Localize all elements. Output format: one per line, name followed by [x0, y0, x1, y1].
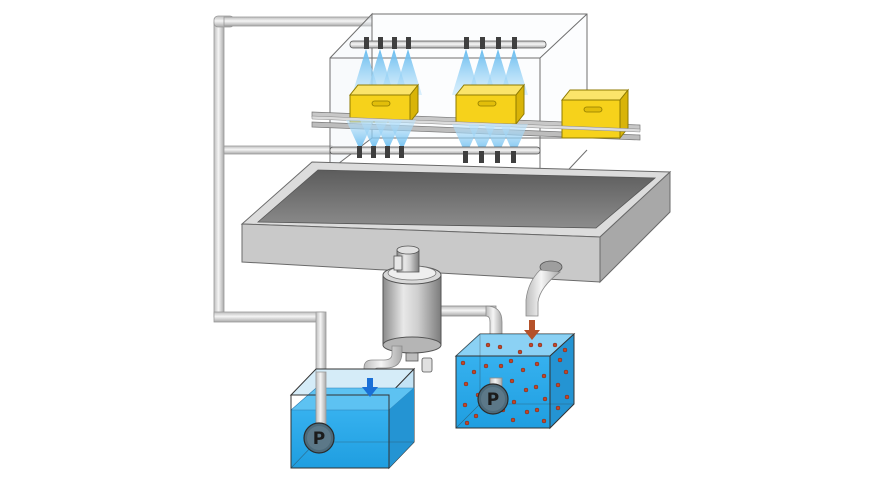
pump-symbol-clean: P — [313, 429, 325, 449]
dirty-water-tank — [454, 332, 576, 430]
arrow-down-icon — [362, 378, 378, 397]
collection-tray — [240, 161, 672, 284]
tray-drain-elbow — [525, 260, 563, 317]
filter-canister — [363, 245, 503, 381]
upper-spray-manifold — [349, 37, 547, 49]
dirty-water-pump: P — [477, 383, 509, 415]
clean-water-tank — [289, 367, 416, 470]
spray-jets-bottom — [346, 120, 528, 155]
clean-tank-pipe — [315, 371, 327, 431]
clean-water-pump: P — [303, 422, 335, 454]
pump-symbol-dirty: P — [487, 390, 499, 410]
arrow-down-icon — [524, 320, 540, 340]
spray-jets-top — [352, 49, 528, 95]
contaminant-particles — [460, 342, 570, 426]
